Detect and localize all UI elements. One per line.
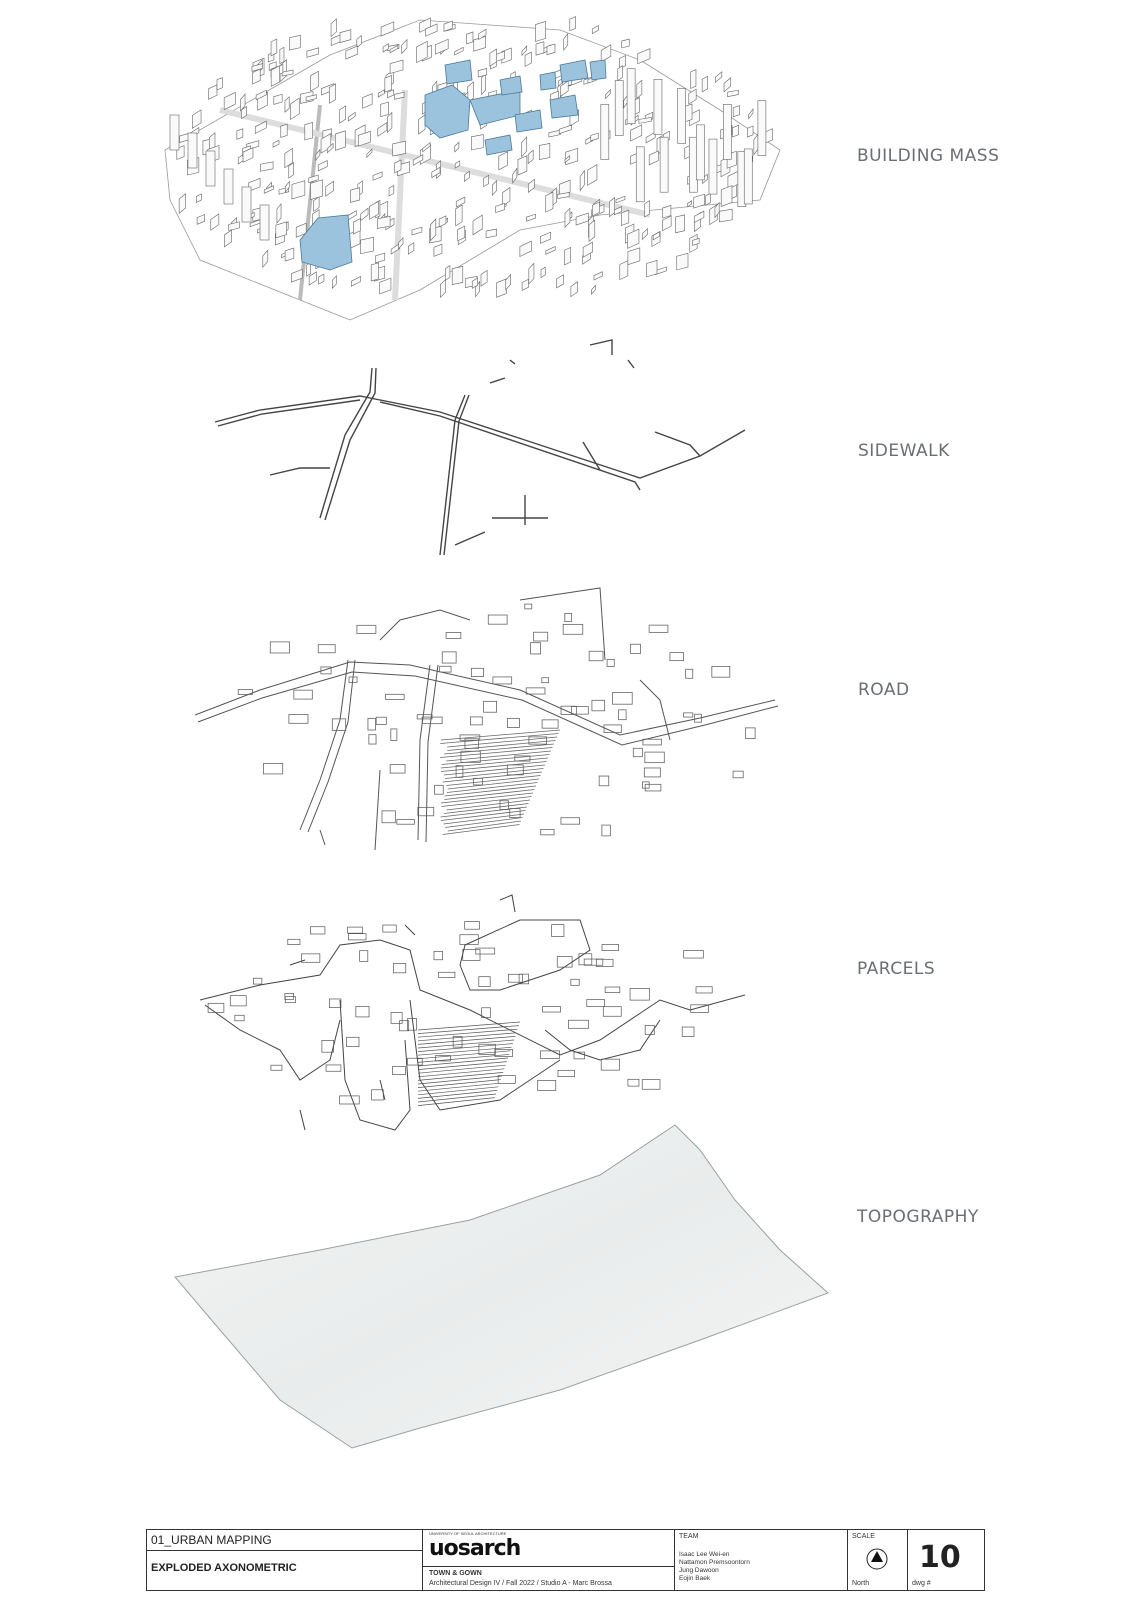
team-member: Isaac Lee Wei-en: [679, 1551, 730, 1558]
team-label: TEAM: [679, 1533, 699, 1540]
team-member: Eojin Baek: [679, 1575, 711, 1582]
drawing-number-label: dwg #: [912, 1580, 931, 1587]
label-topography: TOPOGRAPHY: [857, 1207, 979, 1227]
drawing-number: 10: [919, 1540, 961, 1575]
label-building-mass: BUILDING MASS: [857, 146, 1000, 166]
team-member: Jung Dawoon: [679, 1567, 719, 1574]
course-info: Architectural Design IV / Fall 2022 / St…: [429, 1580, 612, 1587]
scale-label: SCALE: [852, 1533, 875, 1540]
team-list: Isaac Lee Wei-en Nattamon Premsoontorn J…: [679, 1551, 750, 1583]
project-name: TOWN & GOWN: [429, 1570, 482, 1577]
label-road: ROAD: [858, 680, 910, 700]
label-sidewalk: SIDEWALK: [858, 441, 950, 461]
logo-wordmark: uosarch: [429, 1536, 521, 1561]
north-label: North: [852, 1580, 870, 1587]
building-mass-drawing: [164, 16, 781, 321]
label-parcels: PARCELS: [857, 959, 936, 979]
logo: UNIVERSITY OF SEOUL ARCHITECTURE uosarch: [429, 1531, 521, 1562]
logo-subtitle: UNIVERSITY OF SEOUL ARCHITECTURE: [429, 1531, 507, 1536]
sheet-title: EXPLODED AXONOMETRIC: [151, 1562, 297, 1574]
team-member: Nattamon Premsoontorn: [679, 1559, 750, 1566]
title-block: 01_URBAN MAPPING EXPLODED AXONOMETRIC UN…: [146, 1529, 985, 1591]
highlight-building-large: [299, 214, 353, 271]
section-title: 01_URBAN MAPPING: [151, 1533, 272, 1547]
north-arrow-icon: [865, 1547, 889, 1576]
